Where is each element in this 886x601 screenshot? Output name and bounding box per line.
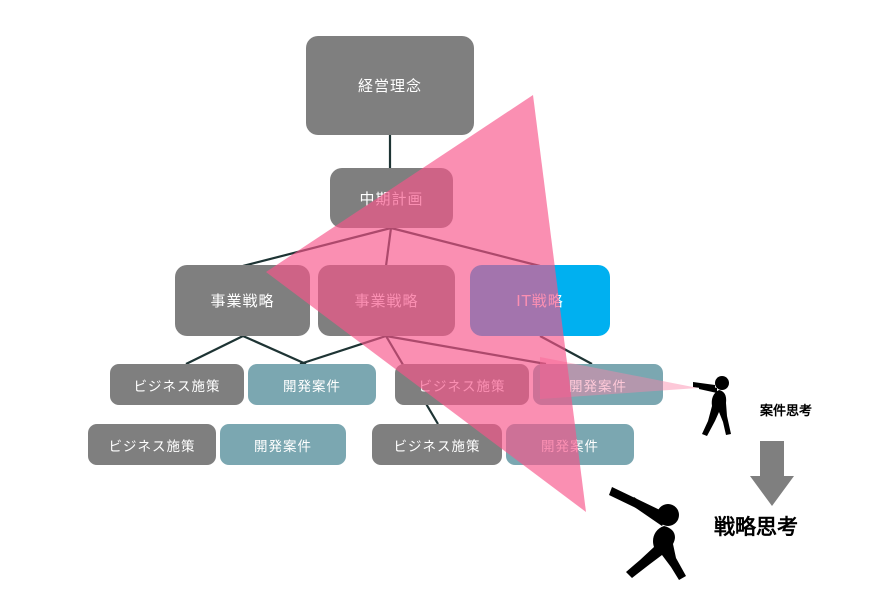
node-business-measure-row1-left: ビジネス施策 — [110, 364, 244, 405]
strategy-thinking-label: 戦略思考 — [714, 515, 798, 539]
node-label: ビジネス施策 — [108, 438, 196, 455]
node-label: ビジネス施策 — [133, 378, 221, 395]
person-with-telescope-icon — [609, 487, 686, 580]
node-business-measure-row2-left: ビジネス施策 — [88, 424, 216, 465]
node-label: 事業戦略 — [210, 292, 275, 310]
connector-line — [185, 335, 244, 365]
person-with-telescope-icon — [693, 376, 731, 436]
down-block-arrow-icon — [750, 441, 794, 506]
project-thinking-label: 案件思考 — [760, 404, 813, 419]
node-label: 経営理念 — [357, 77, 422, 95]
